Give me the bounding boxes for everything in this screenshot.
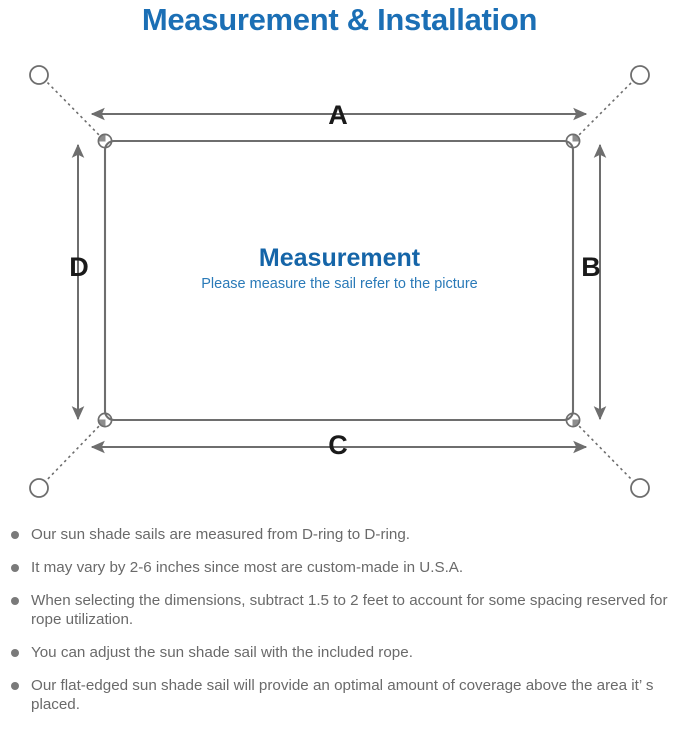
list-item-text: Our flat-edged sun shade sail will provi… <box>31 677 654 713</box>
bullet-icon <box>11 597 19 605</box>
dimension-label-a: A <box>328 100 348 130</box>
dimension-label-c: C <box>328 430 348 460</box>
dimension-label-b: B <box>581 252 601 282</box>
anchor-top-right-icon <box>630 65 650 85</box>
d-ring-top-left-icon <box>97 133 113 149</box>
bullet-icon <box>11 564 19 572</box>
bullet-icon <box>11 649 19 657</box>
list-item: You can adjust the sun shade sail with t… <box>0 643 679 662</box>
measurement-diagram: Measurement Please measure the sail refe… <box>0 48 679 518</box>
rope-bottom-left <box>41 421 104 486</box>
rope-bottom-right <box>574 421 638 486</box>
dimension-label-d: D <box>69 252 89 282</box>
bullet-icon <box>11 531 19 539</box>
anchor-bottom-right-icon <box>630 478 650 498</box>
list-item-text: When selecting the dimensions, subtract … <box>31 592 668 628</box>
anchor-top-left-icon <box>29 65 49 85</box>
list-item-text: It may vary by 2-6 inches since most are… <box>31 559 464 576</box>
list-item: When selecting the dimensions, subtract … <box>0 591 679 629</box>
rope-top-right <box>574 76 638 140</box>
rope-top-left <box>41 76 104 140</box>
list-item-text: You can adjust the sun shade sail with t… <box>31 644 413 661</box>
d-ring-bottom-right-icon <box>565 412 581 428</box>
list-item: Our flat-edged sun shade sail will provi… <box>0 676 679 714</box>
list-item: It may vary by 2-6 inches since most are… <box>0 558 679 577</box>
page-title: Measurement & Installation <box>141 2 538 37</box>
anchor-bottom-left-icon <box>29 478 49 498</box>
bullet-icon <box>11 682 19 690</box>
diagram-svg <box>29 65 650 498</box>
notes-list: Our sun shade sails are measured from D-… <box>0 525 679 728</box>
d-ring-bottom-left-icon <box>97 412 113 428</box>
sail-rectangle <box>103 139 575 422</box>
list-item-text: Our sun shade sails are measured from D-… <box>31 526 410 543</box>
diagram-center-title: Measurement <box>258 244 421 272</box>
diagram-center-subtitle: Please measure the sail refer to the pic… <box>201 276 478 292</box>
d-ring-top-right-icon <box>565 133 581 149</box>
list-item: Our sun shade sails are measured from D-… <box>0 525 679 544</box>
